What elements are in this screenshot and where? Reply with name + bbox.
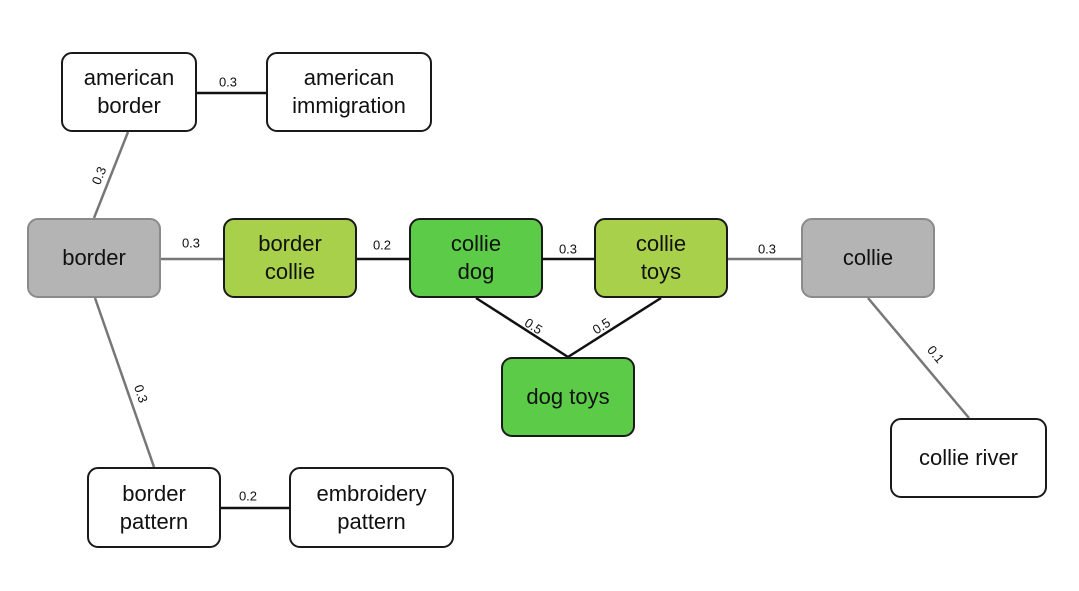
edge-weight-label: 0.2 (373, 237, 391, 252)
node-dog-toys: dog toys (501, 357, 635, 437)
node-embroidery-pattern: embroidery pattern (289, 467, 454, 548)
edge-weight-label: 0.5 (590, 315, 613, 337)
edge-collie-toys-dog-toys (567, 296, 662, 359)
edge-weight-label: 0.3 (182, 235, 200, 250)
edge-weight-label: 0.3 (758, 241, 776, 256)
node-american-immigration: american immigration (266, 52, 432, 132)
node-collie-dog: collie dog (409, 218, 543, 298)
node-border: border (27, 218, 161, 298)
edge-american-border-border (92, 131, 130, 219)
edge-border-border-pattern (93, 297, 156, 468)
edge-weight-label: 0.3 (89, 164, 110, 186)
node-collie-river: collie river (890, 418, 1047, 498)
node-collie: collie (801, 218, 935, 298)
edge-weight-label: 0.1 (924, 343, 947, 366)
node-border-collie: border collie (223, 218, 357, 298)
edge-weight-label: 0.2 (239, 488, 257, 503)
edge-weight-label: 0.3 (219, 74, 237, 89)
edge-weight-label: 0.5 (522, 315, 545, 337)
edge-collie-dog-dog-toys (475, 296, 569, 359)
edge-weight-label: 0.3 (131, 383, 151, 405)
edge-weight-label: 0.3 (559, 241, 577, 256)
node-collie-toys: collie toys (594, 218, 728, 298)
node-border-pattern: border pattern (87, 467, 221, 548)
edge-collie-collie-river (867, 297, 970, 419)
node-american-border: american border (61, 52, 197, 132)
